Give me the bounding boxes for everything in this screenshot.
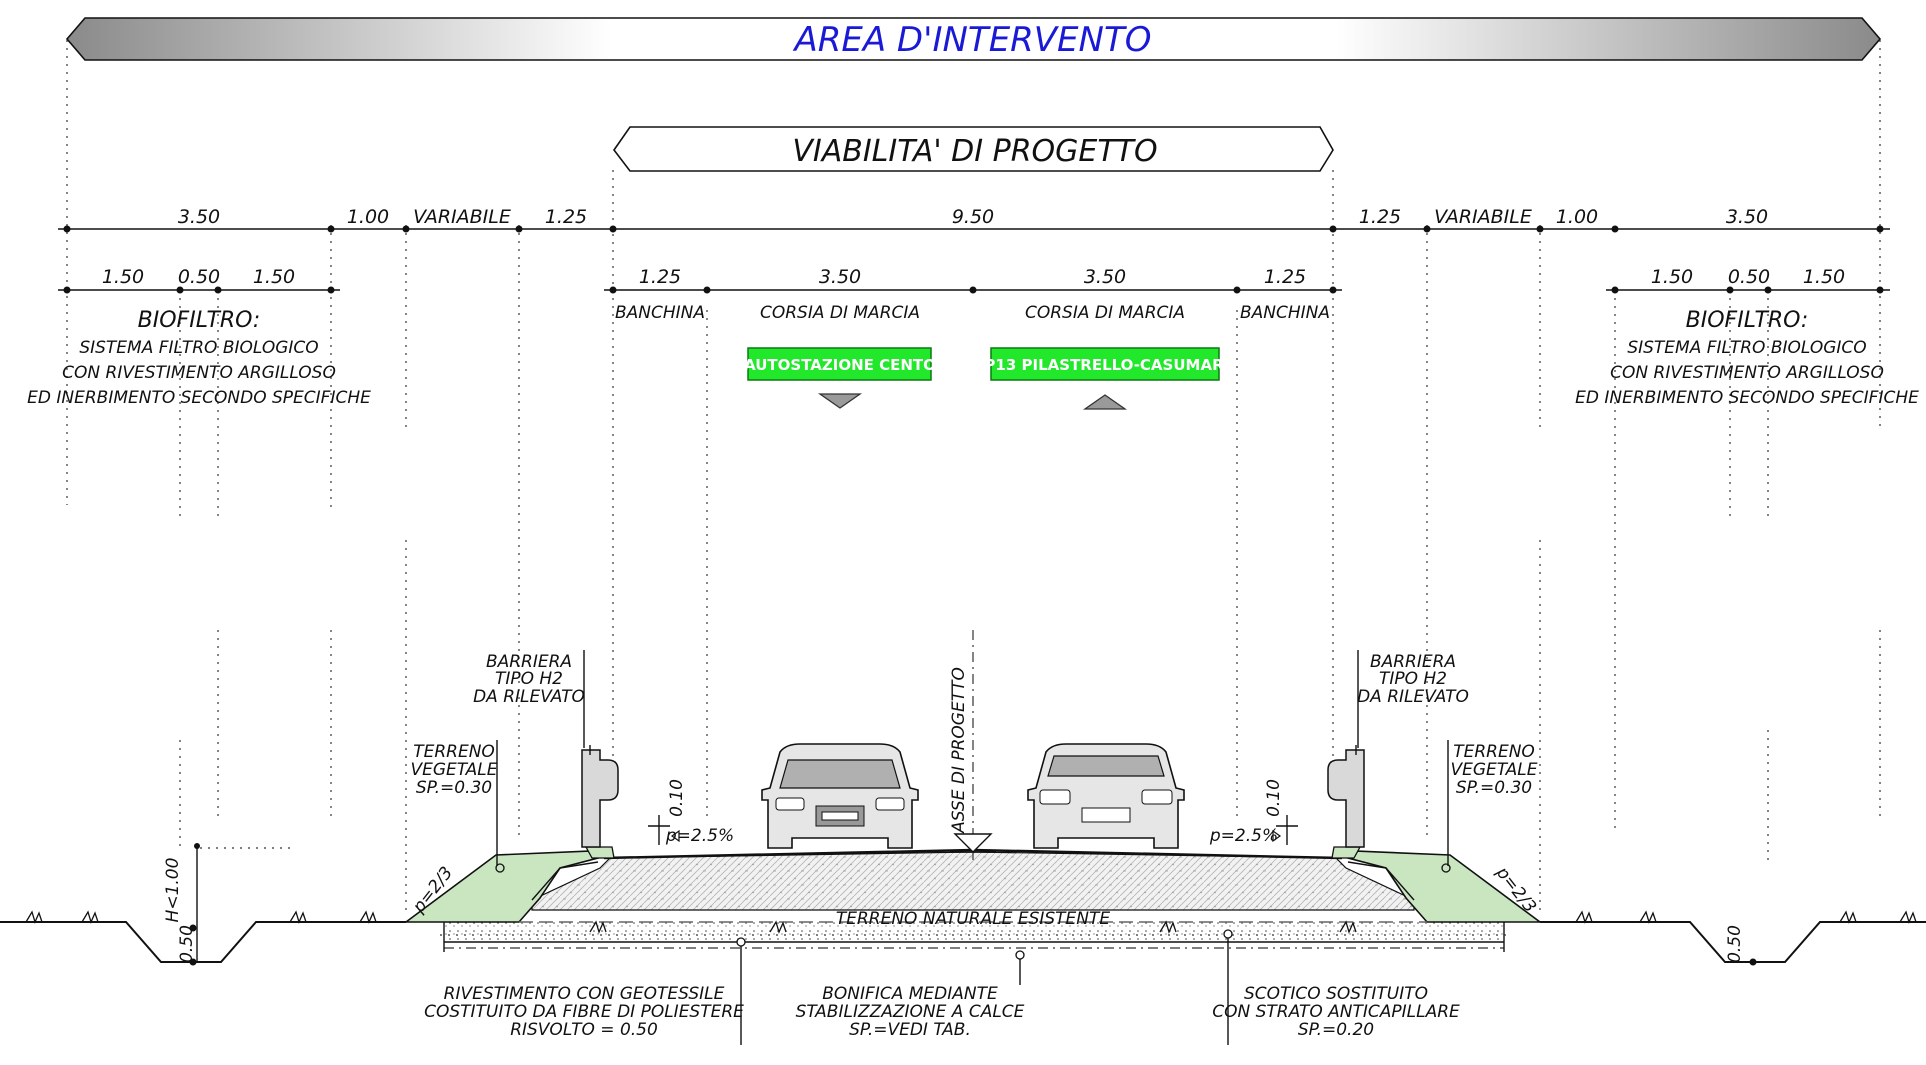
dim-arginello-left: 1.25 (545, 206, 587, 228)
dimension-line-sub: 1.50 0.50 1.50 1.25 3.50 3.50 1.25 1.50 … (58, 266, 1890, 294)
dim-right-b: 0.50 (1728, 266, 1770, 288)
biofiltro-title-right: BIOFILTRO: (1686, 308, 1809, 333)
lane-corsia-right: CORSIA DI MARCIA (1025, 303, 1185, 323)
extension-lines (66, 40, 1881, 910)
terreno-right-line2: VEGETALE (1451, 760, 1538, 780)
ground-line (0, 921, 406, 963)
dim-left-c: 1.50 (253, 266, 295, 288)
ditch-depth-right: 0.50 (1725, 925, 1745, 963)
car-front-icon (761, 743, 919, 849)
area-banner-text: AREA D'INTERVENTO (793, 20, 1152, 60)
barriera-right-line3: DA RILEVATO (1357, 687, 1469, 707)
dimension-line-top: 3.50 1.00 VARIABILE 1.25 9.50 1.25 VARIA… (58, 206, 1890, 233)
barriera-left-line3: DA RILEVATO (473, 687, 585, 707)
dim-biofiltro-right: 3.50 (1726, 206, 1768, 228)
direction-sign-left-text: AUTOSTAZIONE CENTO (744, 356, 936, 374)
terreno-right-line3: SP.=0.30 (1456, 778, 1532, 798)
biofiltro-line2-left: CON RIVESTIMENTO ARGILLOSO (62, 363, 336, 383)
note-geotessile: RIVESTIMENTO CON GEOTESSILE COSTITUITO D… (424, 937, 746, 1045)
area-banner: AREA D'INTERVENTO (65, 17, 1882, 61)
guardrail-left (581, 745, 619, 848)
stabilization-layer (444, 922, 1504, 942)
terreno-vegetale-left (403, 850, 600, 923)
ditch-depth-left: 0.50 (177, 925, 197, 963)
dim-piattaforma: 9.50 (952, 206, 994, 228)
axis-marker-icon (953, 833, 993, 853)
dim-road-d: 1.25 (1264, 266, 1306, 288)
barriera-label-left: BARRIERA TIPO H2 DA RILEVATO (473, 650, 585, 748)
pavement-thickness-left: 0.10 (667, 779, 687, 817)
dim-right-a: 1.50 (1651, 266, 1693, 288)
scotico-line1: SCOTICO SOSTITUITO (1244, 984, 1428, 1004)
terreno-right-line1: TERRENO (1453, 742, 1535, 762)
direction-sign-left: AUTOSTAZIONE CENTO (744, 347, 936, 409)
terreno-left-line2: VEGETALE (411, 760, 498, 780)
dim-variabile-right: VARIABILE (1434, 206, 1532, 228)
axis-label: ASSE DI PROGETTO (949, 667, 969, 834)
lane-labels: BANCHINA CORSIA DI MARCIA CORSIA DI MARC… (615, 303, 1330, 323)
cross-section: H<1.00 0.50 0.50 p=2/3 p=2/3 p=2.5% p=2.… (0, 630, 1926, 966)
road-slope-right: p=2.5% (1209, 826, 1278, 846)
geotessile-line1: RIVESTIMENTO CON GEOTESSILE (444, 984, 725, 1004)
direction-sign-right: SP13 PILASTRELLO-CASUMARO (974, 347, 1237, 410)
barriera-left-line2: TIPO H2 (495, 669, 563, 689)
ground-label: TERRENO NATURALE ESISTENTE (836, 909, 1111, 929)
road-slope-left: p=2.5% (665, 826, 734, 846)
arrow-up-icon (1082, 394, 1128, 410)
biofiltro-label-right: BIOFILTRO: SISTEMA FILTRO BIOLOGICO CON … (1575, 308, 1919, 408)
car-rear-icon (1027, 743, 1185, 849)
barriera-label-right: BARRIERA TIPO H2 DA RILEVATO (1357, 650, 1469, 748)
lane-corsia-left: CORSIA DI MARCIA (760, 303, 920, 323)
dim-gap-left: 1.00 (347, 206, 389, 228)
dim-road-b: 3.50 (819, 266, 861, 288)
dim-biofiltro-left: 3.50 (178, 206, 220, 228)
biofiltro-label-left: BIOFILTRO: SISTEMA FILTRO BIOLOGICO CON … (27, 308, 371, 408)
terreno-vegetale-label-right: TERRENO VEGETALE SP.=0.30 (1441, 740, 1538, 873)
biofiltro-line3-right: ED INERBIMENTO SECONDO SPECIFICHE (1575, 388, 1919, 408)
lane-banchina-right: BANCHINA (1240, 303, 1330, 323)
viabilita-banner-text: VIABILITA' DI PROGETTO (792, 134, 1157, 169)
terreno-vegetale-right (1346, 850, 1543, 923)
note-scotico: SCOTICO SOSTITUITO CON STRATO ANTICAPILL… (1212, 929, 1460, 1045)
biofiltro-line2-right: CON RIVESTIMENTO ARGILLOSO (1610, 363, 1884, 383)
biofiltro-line1-left: SISTEMA FILTRO BIOLOGICO (79, 338, 318, 358)
arrow-down-icon (817, 393, 863, 409)
dim-left-a: 1.50 (102, 266, 144, 288)
note-bonifica: BONIFICA MEDIANTE STABILIZZAZIONE A CALC… (796, 950, 1025, 1040)
guardrail-right (1327, 745, 1365, 848)
dim-left-b: 0.50 (178, 266, 220, 288)
biofiltro-title-left: BIOFILTRO: (138, 308, 261, 333)
barriera-right-line2: TIPO H2 (1379, 669, 1447, 689)
bonifica-line2: STABILIZZAZIONE A CALCE (796, 1002, 1025, 1022)
scotico-line3: SP.=0.20 (1298, 1020, 1374, 1040)
direction-sign-right-text: SP13 PILASTRELLO-CASUMARO (974, 356, 1237, 374)
dim-right-c: 1.50 (1803, 266, 1845, 288)
barriera-right-line1: BARRIERA (1370, 652, 1456, 672)
dim-arginello-right: 1.25 (1359, 206, 1401, 228)
dim-road-a: 1.25 (639, 266, 681, 288)
lane-banchina-left: BANCHINA (615, 303, 705, 323)
pavement-thickness-right: 0.10 (1264, 779, 1284, 817)
geotessile-line2: COSTITUITO DA FIBRE DI POLIESTERE (424, 1002, 744, 1022)
embankment-body (531, 851, 1415, 911)
scotico-line2: CON STRATO ANTICAPILLARE (1212, 1002, 1460, 1022)
biofiltro-line1-right: SISTEMA FILTRO BIOLOGICO (1627, 338, 1866, 358)
dim-gap-right: 1.00 (1556, 206, 1598, 228)
ditch-height-label: H<1.00 (163, 858, 183, 923)
viabilita-banner: VIABILITA' DI PROGETTO (613, 126, 1334, 172)
terreno-left-line3: SP.=0.30 (416, 778, 492, 798)
grass-tufts (25, 910, 1917, 934)
barriera-left-line1: BARRIERA (486, 652, 572, 672)
dim-variabile-left: VARIABILE (413, 206, 511, 228)
dim-road-c: 3.50 (1084, 266, 1126, 288)
bonifica-line3: SP.=VEDI TAB. (849, 1020, 971, 1040)
geotessile-line3: RISVOLTO = 0.50 (510, 1020, 658, 1040)
biofiltro-line3-left: ED INERBIMENTO SECONDO SPECIFICHE (27, 388, 371, 408)
terreno-left-line1: TERRENO (413, 742, 495, 762)
bonifica-line1: BONIFICA MEDIANTE (822, 984, 998, 1004)
terreno-vegetale-label-left: TERRENO VEGETALE SP.=0.30 (411, 740, 505, 873)
